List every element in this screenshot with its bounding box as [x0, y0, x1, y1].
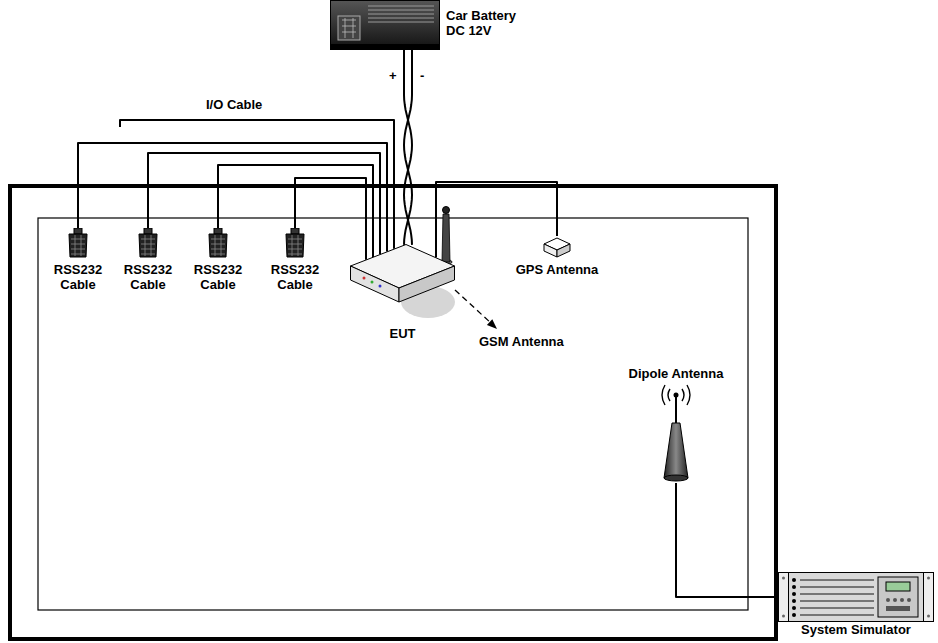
rs232-connector: RSS232 Cable: [48, 228, 108, 292]
polarity-sign: -: [419, 68, 425, 83]
car-battery: Car Battery DC 12V: [330, 0, 530, 50]
chamber-inner-wall: [38, 218, 748, 610]
cable-label: I/O Cable: [205, 97, 263, 112]
connector-icon: [137, 228, 159, 258]
leader-arrowhead: [487, 319, 497, 329]
icon: [656, 383, 696, 483]
chamber-outer-wall: [10, 186, 776, 639]
node-label: RSS232 Cable: [265, 262, 325, 292]
icon: [284, 228, 306, 258]
connector-icon: [67, 228, 89, 258]
cable: [404, 50, 412, 245]
antenna-whip: [442, 214, 450, 262]
leader-line: [455, 290, 492, 324]
eut-device: EUT: [350, 244, 455, 341]
connector-icon: [207, 228, 229, 258]
connector-icon: [284, 228, 306, 258]
node-label: Car Battery DC 12V: [446, 8, 530, 38]
icon: [137, 228, 159, 258]
gps-antenna: GPS Antenna: [512, 236, 602, 277]
icon: [350, 244, 455, 322]
cable: [436, 182, 557, 258]
cable: [78, 143, 387, 252]
gps-icon: [542, 236, 572, 258]
node-label: GPS Antenna: [516, 262, 599, 277]
node-label: Dipole Antenna: [629, 366, 724, 381]
polarity-sign: +: [388, 68, 398, 83]
antenna-tip: [443, 207, 450, 214]
node-label: System Simulator: [801, 622, 911, 637]
rs232-connector: RSS232 Cable: [188, 228, 248, 292]
icon: [542, 236, 572, 258]
node-label: EUT: [390, 326, 416, 341]
antenna-label: GSM Antenna: [478, 334, 565, 349]
rs232-connector: RSS232 Cable: [118, 228, 178, 292]
eut-icon: [350, 244, 455, 322]
rs232-connector: RSS232 Cable: [265, 228, 325, 292]
cable: [148, 153, 380, 254]
node-label: RSS232 Cable: [188, 262, 248, 292]
cable: [676, 483, 778, 597]
dipole-icon: [656, 383, 696, 483]
cable: [295, 178, 366, 260]
icon: [330, 0, 440, 50]
io-cable: [120, 120, 394, 249]
system-simulator: System Simulator: [778, 572, 934, 637]
node-label: RSS232 Cable: [118, 262, 178, 292]
icon: [67, 228, 89, 258]
dipole-antenna: Dipole Antenna: [620, 366, 732, 483]
simulator-icon: [778, 572, 934, 622]
icon: [778, 572, 934, 622]
node-label: RSS232 Cable: [48, 262, 108, 292]
icon: [207, 228, 229, 258]
battery-icon: [330, 0, 440, 50]
